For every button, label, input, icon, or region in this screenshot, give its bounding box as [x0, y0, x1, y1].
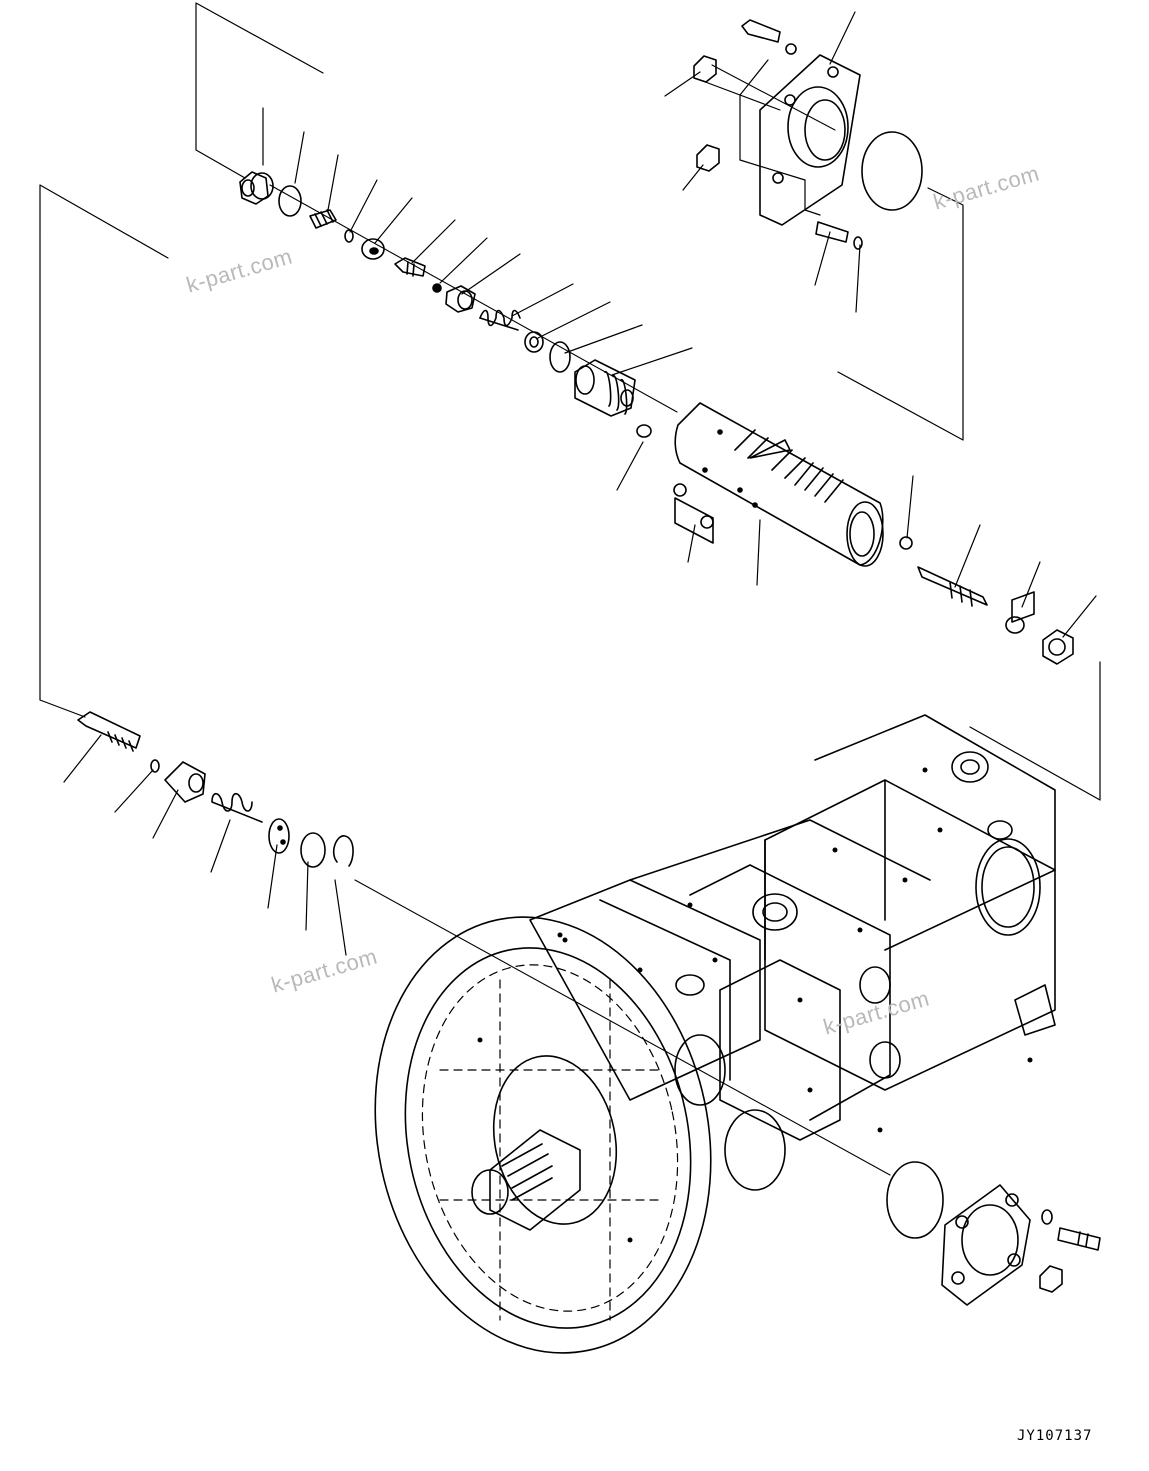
pump-body — [374, 714, 1056, 1354]
snap-ring-part — [332, 835, 354, 867]
flange-o-ring — [861, 131, 923, 211]
lock-plate-part — [1005, 591, 1035, 634]
small-ball-part — [432, 283, 442, 293]
bolt-part — [309, 209, 337, 229]
plug-part — [239, 171, 274, 205]
flange-nut-lower — [696, 144, 720, 172]
bracket-lines — [39, 2, 1101, 801]
flange-screw — [815, 221, 863, 250]
small-ring-part — [344, 229, 354, 243]
pin-shaft-part — [917, 566, 988, 607]
o-ring-part — [278, 185, 302, 217]
small-plug-right — [899, 536, 913, 550]
spring-part-lower — [211, 792, 263, 823]
flange-bolt — [741, 19, 797, 55]
retainer-part — [268, 818, 290, 854]
end-plug-part — [1042, 629, 1074, 665]
nut-part — [524, 331, 544, 353]
cover-bolt — [1057, 1227, 1101, 1251]
sleeve-part — [445, 285, 476, 313]
screw-part — [394, 257, 426, 277]
flange-nut-upper — [693, 55, 717, 83]
cover-nut — [1039, 1265, 1063, 1293]
flange-part — [759, 54, 861, 226]
ring-part-lower — [300, 832, 326, 868]
guide-part — [164, 761, 206, 803]
spring-part — [479, 309, 521, 331]
cover-o-ring — [886, 1161, 944, 1239]
leader-lines — [63, 11, 1097, 956]
long-bolt-part — [77, 711, 141, 752]
pin-part — [636, 424, 652, 438]
cover-plate-part — [941, 1184, 1031, 1306]
plunger-part — [574, 359, 636, 417]
o-ring-part-2 — [549, 341, 571, 373]
bracket-clip-part — [673, 483, 714, 544]
cylinder-sleeve-part — [674, 402, 884, 567]
drawing-code: JY107137 — [1017, 1428, 1093, 1444]
washer-small — [150, 759, 160, 773]
cap-part — [361, 238, 385, 260]
cover-washer — [1041, 1209, 1053, 1225]
